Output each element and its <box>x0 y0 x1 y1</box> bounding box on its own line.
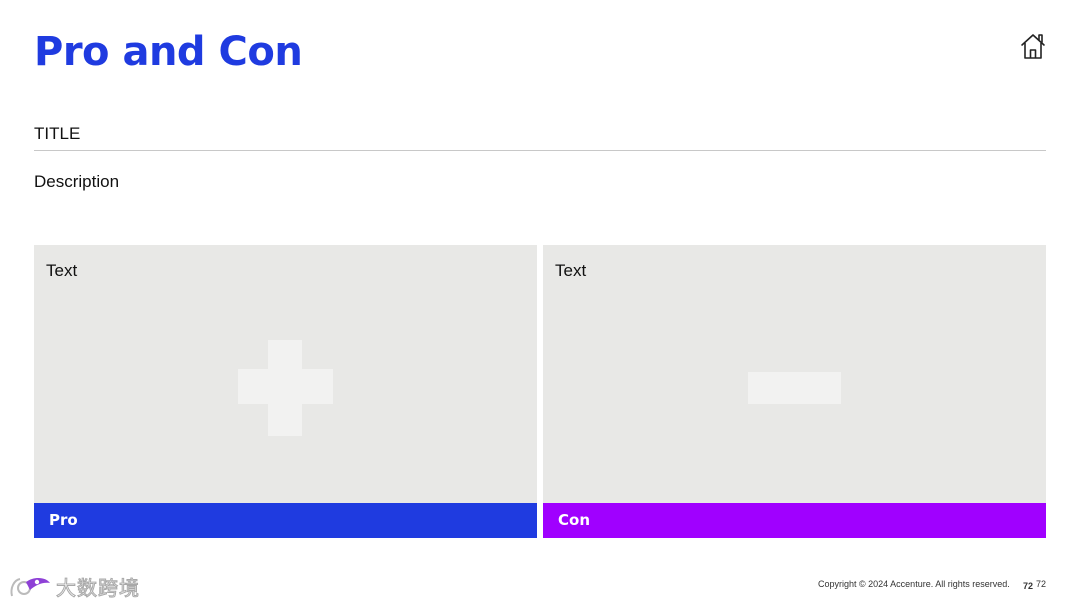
minus-icon <box>748 372 841 404</box>
description: Description <box>34 172 120 191</box>
con-footer-label: Con <box>543 503 1046 538</box>
watermark-logo-icon <box>10 577 50 597</box>
section-title: TITLE <box>34 124 81 143</box>
watermark-text: 大数跨境 <box>56 576 140 601</box>
title-divider <box>34 150 1046 151</box>
pro-card: Text Pro <box>34 245 537 538</box>
watermark-logo: 大数跨境 <box>8 572 148 602</box>
copyright-text: Copyright © 2024 Accenture. All rights r… <box>818 579 1010 589</box>
con-card-text: Text <box>555 261 587 280</box>
page-number-bold: 72 <box>1023 581 1034 591</box>
page-number: 72 <box>1036 579 1047 589</box>
slide-title: Pro and Con <box>34 29 303 75</box>
pro-footer-label: Pro <box>34 503 537 538</box>
pro-card-text: Text <box>46 261 78 280</box>
con-card: Text Con <box>543 245 1046 538</box>
home-icon[interactable] <box>1019 31 1047 61</box>
